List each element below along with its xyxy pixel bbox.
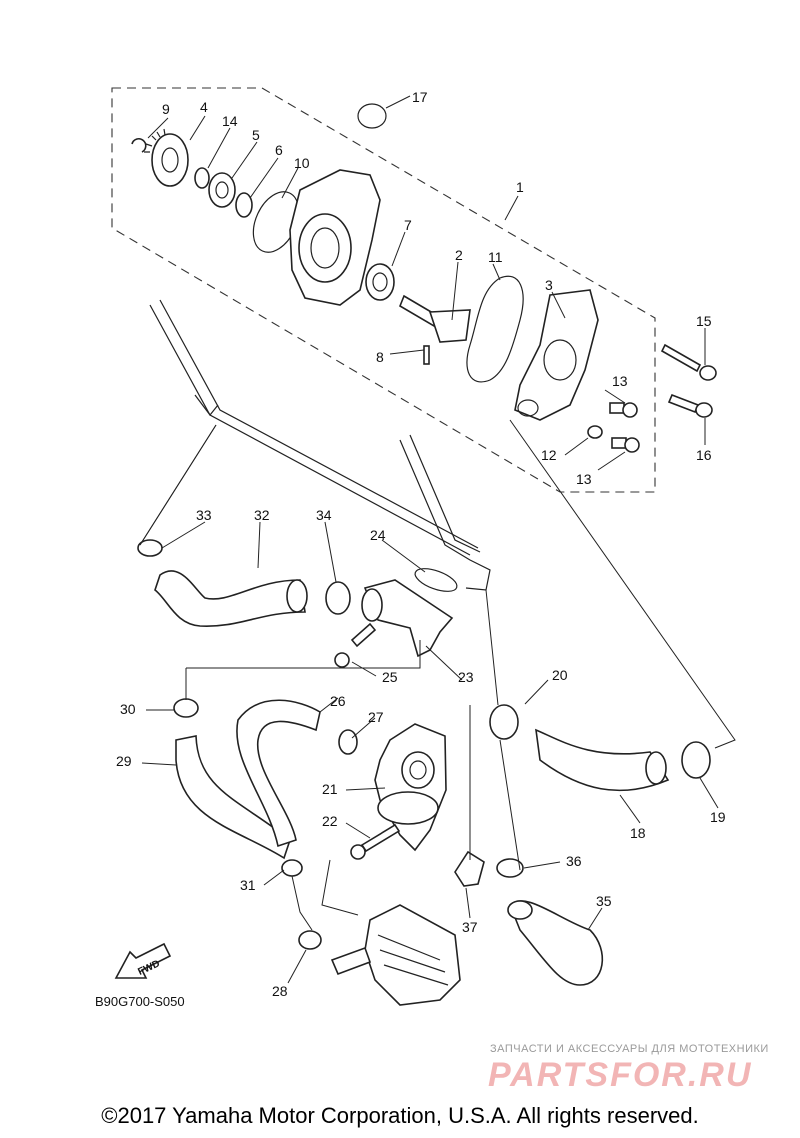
callout-14: 14: [222, 113, 238, 129]
hose-26: [236, 699, 321, 848]
hose-clamp-34: [325, 581, 351, 615]
oil-cooler: [330, 904, 461, 1006]
callout-22: 22: [322, 813, 338, 829]
bearing-5: [208, 172, 236, 208]
callout-7: 7: [404, 217, 412, 233]
coolant-housing-21: [374, 723, 447, 852]
watermark-logo: PARTSFOR.RU: [488, 1056, 753, 1094]
hose-clamp-20: [489, 704, 519, 740]
thermostat-housing-23: [361, 579, 454, 658]
o-ring-17: [357, 103, 387, 129]
copyright-notice: ©2017 Yamaha Motor Corporation, U.S.A. A…: [101, 1103, 699, 1128]
bracket-37: [454, 850, 485, 887]
callout-2: 2: [455, 247, 463, 263]
impeller-shaft-2: [399, 294, 471, 343]
callout-13-upper: 13: [612, 373, 628, 389]
circlip-9: [131, 138, 147, 153]
pump-housing: [289, 169, 381, 306]
callout-1: 1: [516, 179, 524, 195]
callout-15: 15: [696, 313, 712, 329]
o-ring-24: [414, 568, 458, 592]
hose-29: [175, 735, 291, 860]
bolt-13-lower: [611, 437, 640, 453]
gasket-11: [466, 275, 524, 383]
hose-clamp-36: [496, 858, 524, 878]
callout-28: 28: [272, 983, 288, 999]
hose-32-end: [286, 579, 308, 613]
callout-32: 32: [254, 507, 270, 523]
callout-36: 36: [566, 853, 582, 869]
callout-26: 26: [330, 693, 346, 709]
oil-seal-6: [235, 192, 253, 218]
callout-9: 9: [162, 101, 170, 117]
hose-clamp-28: [298, 930, 322, 950]
callout-4: 4: [200, 99, 208, 115]
callout-37: 37: [462, 919, 478, 935]
bolt-25: [334, 622, 377, 668]
callout-16: 16: [696, 447, 712, 463]
callout-17: 17: [412, 89, 428, 105]
hose-35-end: [507, 900, 533, 920]
callout-33: 33: [196, 507, 212, 523]
radiator-frame: [149, 299, 491, 591]
callout-5: 5: [252, 127, 260, 143]
bolt-15: [660, 343, 717, 381]
mechanical-seal-7: [365, 263, 395, 301]
fwd-arrow-icon: [114, 942, 172, 979]
bolt-22: [350, 823, 401, 860]
callout-3: 3: [545, 277, 553, 293]
hose-32: [154, 570, 306, 627]
callout-20: 20: [552, 667, 568, 683]
callout-35: 35: [596, 893, 612, 909]
callout-34: 34: [316, 507, 332, 523]
callout-21: 21: [322, 781, 338, 797]
callout-10: 10: [294, 155, 310, 171]
hose-clamp-27: [338, 729, 358, 755]
hose-18-end: [645, 751, 667, 785]
callout-19: 19: [710, 809, 726, 825]
hose-clamp-19: [681, 741, 711, 779]
hose-clamp-30: [173, 698, 199, 718]
callout-30: 30: [120, 701, 136, 717]
watermark-tagline: ЗАПЧАСТИ И АКСЕССУАРЫ ДЛЯ МОТОТЕХНИКИ: [490, 1043, 769, 1055]
pump-assembly-boundary: [111, 87, 656, 493]
callout-18: 18: [630, 825, 646, 841]
callout-23: 23: [458, 669, 474, 685]
bolt-13-upper: [609, 402, 638, 418]
callout-6: 6: [275, 142, 283, 158]
bolt-16: [667, 393, 713, 418]
hose-35: [509, 900, 604, 986]
impeller-gear-4: [144, 128, 189, 187]
callout-24: 24: [370, 527, 386, 543]
callout-8: 8: [376, 349, 384, 365]
pin-8: [423, 345, 430, 365]
hose-clamp-31: [281, 859, 303, 877]
diagram-code: B90G700-S050: [95, 994, 185, 1009]
callout-31: 31: [240, 877, 256, 893]
alignment-lines: [139, 419, 736, 931]
callout-leaders: [141, 95, 719, 984]
callout-27: 27: [368, 709, 384, 725]
callout-11: 11: [488, 249, 503, 265]
washer-12: [587, 425, 603, 439]
callout-labels: 1 2 3 4 5 6 7 8 9 10 11 12 13 13 14 15 1…: [116, 89, 726, 999]
callout-25: 25: [382, 669, 398, 685]
pump-cover-3: [514, 289, 599, 421]
callout-29: 29: [116, 753, 132, 769]
hose-18: [535, 728, 670, 792]
callout-13-lower: 13: [576, 471, 592, 487]
washer-14: [194, 167, 210, 189]
callout-12: 12: [541, 447, 557, 463]
